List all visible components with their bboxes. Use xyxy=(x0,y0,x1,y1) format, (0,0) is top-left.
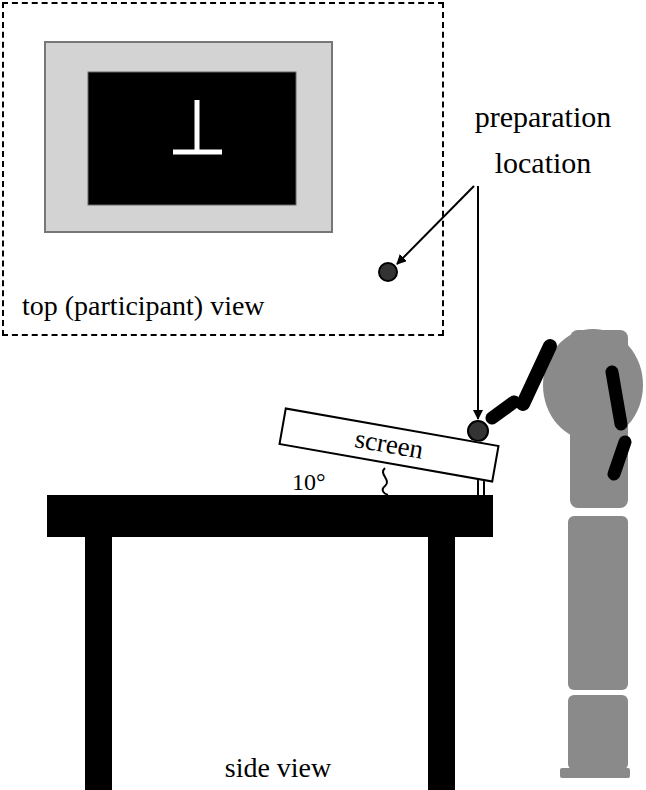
table-top xyxy=(47,495,493,537)
angle-label: 10° xyxy=(292,468,352,496)
far-arm xyxy=(612,372,621,424)
table-leg xyxy=(428,537,455,790)
view-panel: top (participant) view xyxy=(2,2,444,336)
view-label: side view xyxy=(178,752,378,784)
t-stimulus xyxy=(195,100,200,152)
preparation-dot xyxy=(379,263,397,281)
monitor-display xyxy=(88,72,296,205)
monitor-frame xyxy=(45,42,332,232)
near-arm xyxy=(523,346,550,404)
callout-label: preparation location xyxy=(440,94,646,186)
leader-arrow xyxy=(477,186,479,419)
screen-stand xyxy=(477,478,479,495)
node-text: top (participant) view xyxy=(22,291,265,322)
leader-arrow xyxy=(397,186,474,264)
preparation-dot xyxy=(468,421,488,441)
t-stimulus xyxy=(173,150,222,155)
person-leg xyxy=(568,516,628,690)
table-leg xyxy=(85,537,112,790)
person-torso xyxy=(570,330,628,508)
node-text: screen xyxy=(352,424,425,465)
person-foot xyxy=(560,768,630,778)
far-arm xyxy=(614,442,625,474)
tilt-arc xyxy=(383,468,388,495)
person-leg xyxy=(568,695,628,770)
near-arm xyxy=(492,402,514,418)
